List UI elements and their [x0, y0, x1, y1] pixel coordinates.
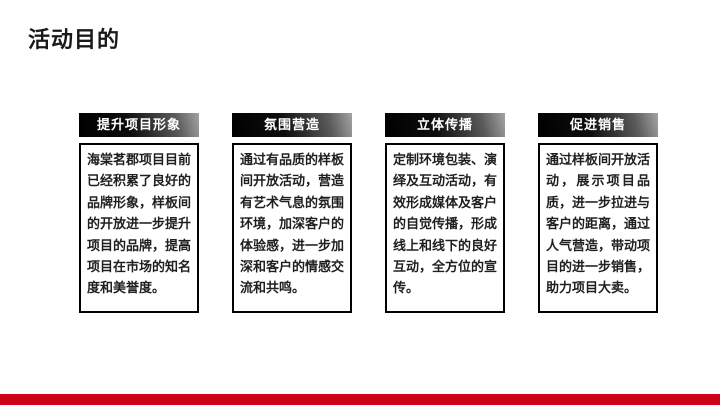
column-header-badge: 立体传播 — [385, 113, 505, 137]
slide-title: 活动目的 — [28, 27, 121, 52]
column-header-badge: 氛围营造 — [232, 113, 352, 137]
column-body-box: 通过有品质的样板间开放活动，营造有艺术气息的氛围环境，加深客户的体验感，进一步加… — [232, 143, 352, 313]
column-body-box: 通过样板间开放活动，展示项目品质，进一步拉进与客户的距离，通过人气营造，带动项目… — [538, 143, 658, 313]
purpose-column-atmosphere: 氛围营造 通过有品质的样板间开放活动，营造有艺术气息的氛围环境，加深客户的体验感… — [232, 113, 352, 313]
column-body-box: 定制环境包装、演绎及互动活动，有效形成媒体及客户的自觉传播，形成线上和线下的良好… — [385, 143, 505, 313]
purpose-column-brand-image: 提升项目形象 海棠茗郡项目目前已经积累了良好的品牌形象，样板间的开放进一步提升项… — [79, 113, 199, 313]
column-body-box: 海棠茗郡项目目前已经积累了良好的品牌形象，样板间的开放进一步提升项目的品牌，提高… — [79, 143, 199, 313]
purpose-column-sales: 促进销售 通过样板间开放活动，展示项目品质，进一步拉进与客户的距离，通过人气营造… — [538, 113, 658, 313]
bottom-accent-bar — [0, 394, 720, 405]
column-header-badge: 提升项目形象 — [79, 113, 199, 137]
purpose-column-communication: 立体传播 定制环境包装、演绎及互动活动，有效形成媒体及客户的自觉传播，形成线上和… — [385, 113, 505, 313]
purpose-columns: 提升项目形象 海棠茗郡项目目前已经积累了良好的品牌形象，样板间的开放进一步提升项… — [79, 113, 658, 313]
column-header-badge: 促进销售 — [538, 113, 658, 137]
